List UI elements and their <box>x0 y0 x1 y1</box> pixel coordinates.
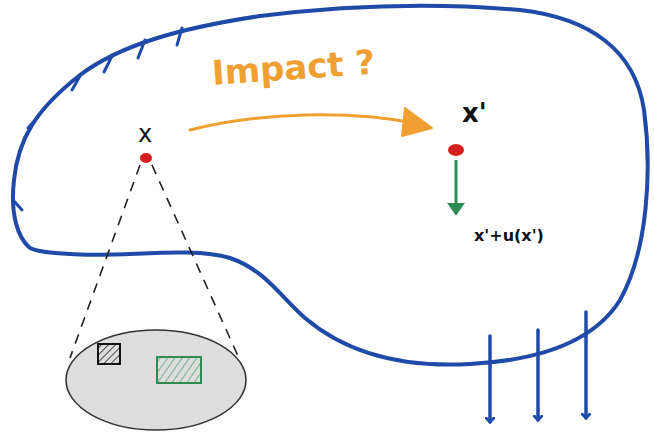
point-label: x <box>138 122 152 146</box>
point-x-prime <box>448 144 464 156</box>
displaced-point-label: x'+u(x') <box>474 228 544 244</box>
load-arrows <box>490 312 586 422</box>
body-outline <box>13 6 648 365</box>
point-label: x' <box>462 100 487 126</box>
microstructure-ellipse <box>66 330 246 430</box>
inclusion-black <box>98 344 120 364</box>
displacement-arrow <box>455 160 458 206</box>
fixed-boundary-ticks <box>13 28 182 210</box>
point-x <box>140 153 152 163</box>
inclusion-green <box>157 357 201 383</box>
zoom-lines <box>70 165 238 358</box>
displacement-arrowhead <box>449 204 463 214</box>
impact-arrow <box>190 115 420 130</box>
impact-arrowhead <box>402 108 432 136</box>
impact-label: Impact ? <box>211 45 376 90</box>
